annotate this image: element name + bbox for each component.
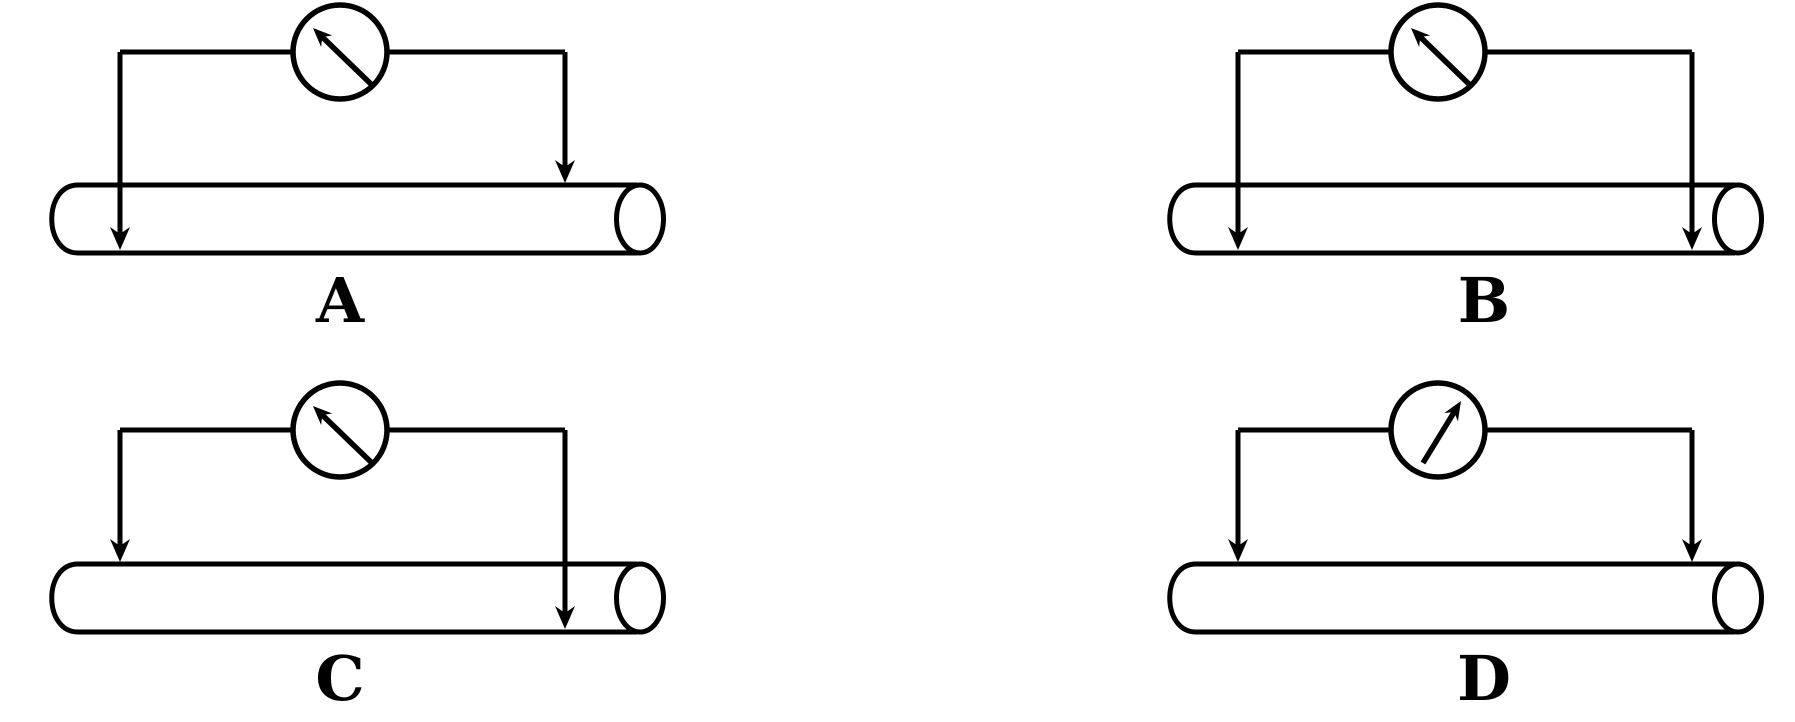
rod-left-cap xyxy=(1167,561,1197,635)
circuit-diagram-c: C xyxy=(49,380,666,715)
right-current-arrow-icon xyxy=(555,160,575,183)
left-current-arrow-icon xyxy=(110,539,130,562)
rod-end-face xyxy=(1712,561,1764,635)
galvanometer-icon xyxy=(290,380,390,480)
option-label-a: A xyxy=(315,264,365,337)
rod-end-face xyxy=(614,182,666,256)
rod-left-cap xyxy=(49,561,79,635)
galvanometer-icon xyxy=(290,2,390,102)
galvanometer-needle xyxy=(1417,34,1473,88)
galvanometer-dial xyxy=(1388,380,1488,480)
conducting-rod xyxy=(49,561,666,635)
needle-arrowhead-icon xyxy=(1444,401,1461,422)
circuit-diagram-b: B xyxy=(1167,2,1764,337)
needle-arrowhead-icon xyxy=(313,406,333,425)
right-current-arrow-icon xyxy=(555,606,575,629)
conducting-rod xyxy=(1167,182,1764,256)
galvanometer-icon xyxy=(1388,380,1488,480)
galvanometer-needle xyxy=(319,412,375,466)
left-current-arrow-icon xyxy=(1228,539,1248,562)
option-label-c: C xyxy=(315,642,364,715)
conducting-rod xyxy=(49,182,666,256)
option-label-d: D xyxy=(1457,642,1511,715)
left-current-arrow-icon xyxy=(110,227,130,250)
galvanometer-icon xyxy=(1388,2,1488,102)
needle-arrowhead-icon xyxy=(313,28,333,47)
needle-arrowhead-icon xyxy=(1411,28,1431,47)
rod-left-cap xyxy=(49,182,79,256)
galvanometer-needle xyxy=(1420,409,1458,465)
galvanometer-needle xyxy=(319,34,375,88)
circuit-diagram-d: D xyxy=(1167,380,1764,715)
conducting-rod xyxy=(1167,561,1764,635)
right-current-arrow-icon xyxy=(1682,227,1702,250)
circuit-diagram-a: A xyxy=(49,2,666,337)
rod-end-face xyxy=(1712,182,1764,256)
rod-end-face xyxy=(614,561,666,635)
option-label-b: B xyxy=(1458,264,1510,337)
right-current-arrow-icon xyxy=(1682,539,1702,562)
rod-left-cap xyxy=(1167,182,1197,256)
left-current-arrow-icon xyxy=(1228,227,1248,250)
